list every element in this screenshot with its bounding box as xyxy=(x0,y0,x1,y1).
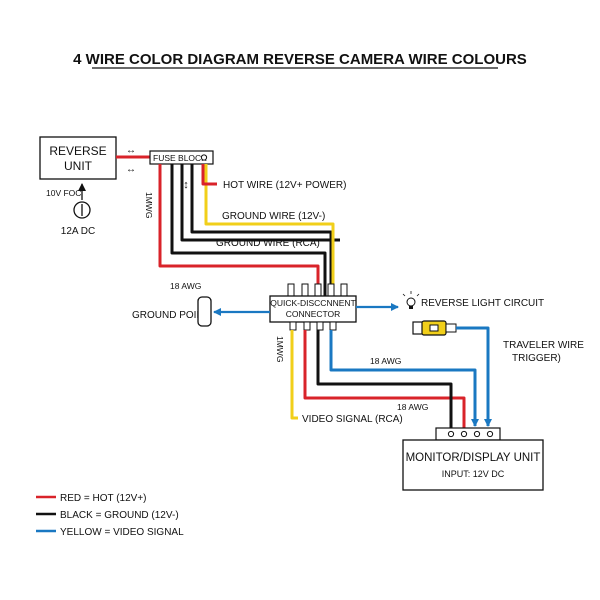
label-vertical-awg-upper: 1MWG xyxy=(144,192,154,218)
label-awg-right: 18 AWG xyxy=(397,402,428,412)
source-voltage: 10V FOC xyxy=(46,188,81,198)
black-wire-fuse xyxy=(180,164,340,242)
yellow-wire-video xyxy=(290,330,298,420)
reverse-light-label: REVERSE LIGHT CIRCUIT xyxy=(421,298,544,309)
connector-line2: CONNECTOR xyxy=(286,309,341,319)
fuse-screw-icon xyxy=(200,154,208,161)
trigger-plug-icon xyxy=(412,320,457,336)
black-wire-ground-rca xyxy=(170,164,327,297)
double-arrow-icon: ↔ xyxy=(126,145,136,156)
red-wire-fuse-to-connector xyxy=(158,164,320,297)
reverse-unit: REVERSE UNIT xyxy=(39,136,117,180)
label-video-signal: VIDEO SIGNAL (RCA) xyxy=(302,414,403,425)
power-source: 10V FOC 12A DC xyxy=(46,183,95,237)
label-awg-left: 18 AWG xyxy=(170,281,201,291)
connector-bottom-terminals xyxy=(289,321,337,331)
label-vertical-awg-lower: 1MWG xyxy=(275,336,285,362)
label-hot-wire: HOT WIRE (12V+ POWER) xyxy=(223,180,346,191)
red-wire-hot-tap xyxy=(201,164,217,186)
quick-disconnect-connector: QUICK-DISCCNNENT CONNECTOR xyxy=(269,295,357,323)
reverse-unit-line2: UNIT xyxy=(64,159,93,173)
red-wire-to-monitor xyxy=(303,330,466,428)
source-current: 12A DC xyxy=(61,226,95,237)
monitor-display-unit: MONITOR/DISPLAY UNIT INPUT: 12V DC xyxy=(402,439,544,491)
ground-point-label: GROUND POINT xyxy=(132,310,210,321)
legend-item-red: RED = HOT (12V+) xyxy=(60,493,147,504)
legend-item-black: BLACK = GROUND (12V-) xyxy=(60,510,179,521)
label-ground-rca: GROUND WIRE (RCA) xyxy=(216,238,320,249)
trigger-label-line2: TRIGGER) xyxy=(512,353,561,364)
legend-item-yellow: YELLOW = VIDEO SIGNAL xyxy=(60,527,184,538)
double-arrow-icon: ↔ xyxy=(126,164,136,175)
blue-trigger-wire xyxy=(456,326,492,427)
connector-top-terminals xyxy=(287,283,348,297)
monitor-title: MONITOR/DISPLAY UNIT xyxy=(406,452,541,464)
black-wire-to-monitor xyxy=(316,330,453,428)
ground-point: GROUND POINT xyxy=(132,296,270,327)
bulb-icon xyxy=(402,291,420,309)
label-ground-12v: GROUND WIRE (12V-) xyxy=(222,211,325,222)
label-awg-mid: 18 AWG xyxy=(370,356,401,366)
yellow-wire-ground-12v xyxy=(204,164,335,297)
blue-wire-to-monitor xyxy=(329,330,479,427)
ground-point-terminal xyxy=(197,296,212,327)
black-wire-ground-12v xyxy=(190,164,333,297)
trigger-label-line1: TRAVELER WIRE xyxy=(503,340,584,351)
fuse-block-label: FUSE BLOCK xyxy=(153,153,207,163)
diagram-title: 4 WIRE COLOR DIAGRAM REVERSE CAMERA WIRE… xyxy=(73,51,527,68)
vertical-double-arrow-icon: ↕ xyxy=(183,179,189,191)
fuse-block: FUSE BLOCK xyxy=(149,150,214,165)
monitor-subtitle: INPUT: 12V DC xyxy=(442,469,505,479)
connector-line1: QUICK-DISCCNNENT xyxy=(270,298,355,308)
monitor-terminal-strip xyxy=(435,427,501,441)
reverse-unit-line1: REVERSE xyxy=(49,144,106,158)
legend: RED = HOT (12V+) BLACK = GROUND (12V-) Y… xyxy=(36,493,184,538)
